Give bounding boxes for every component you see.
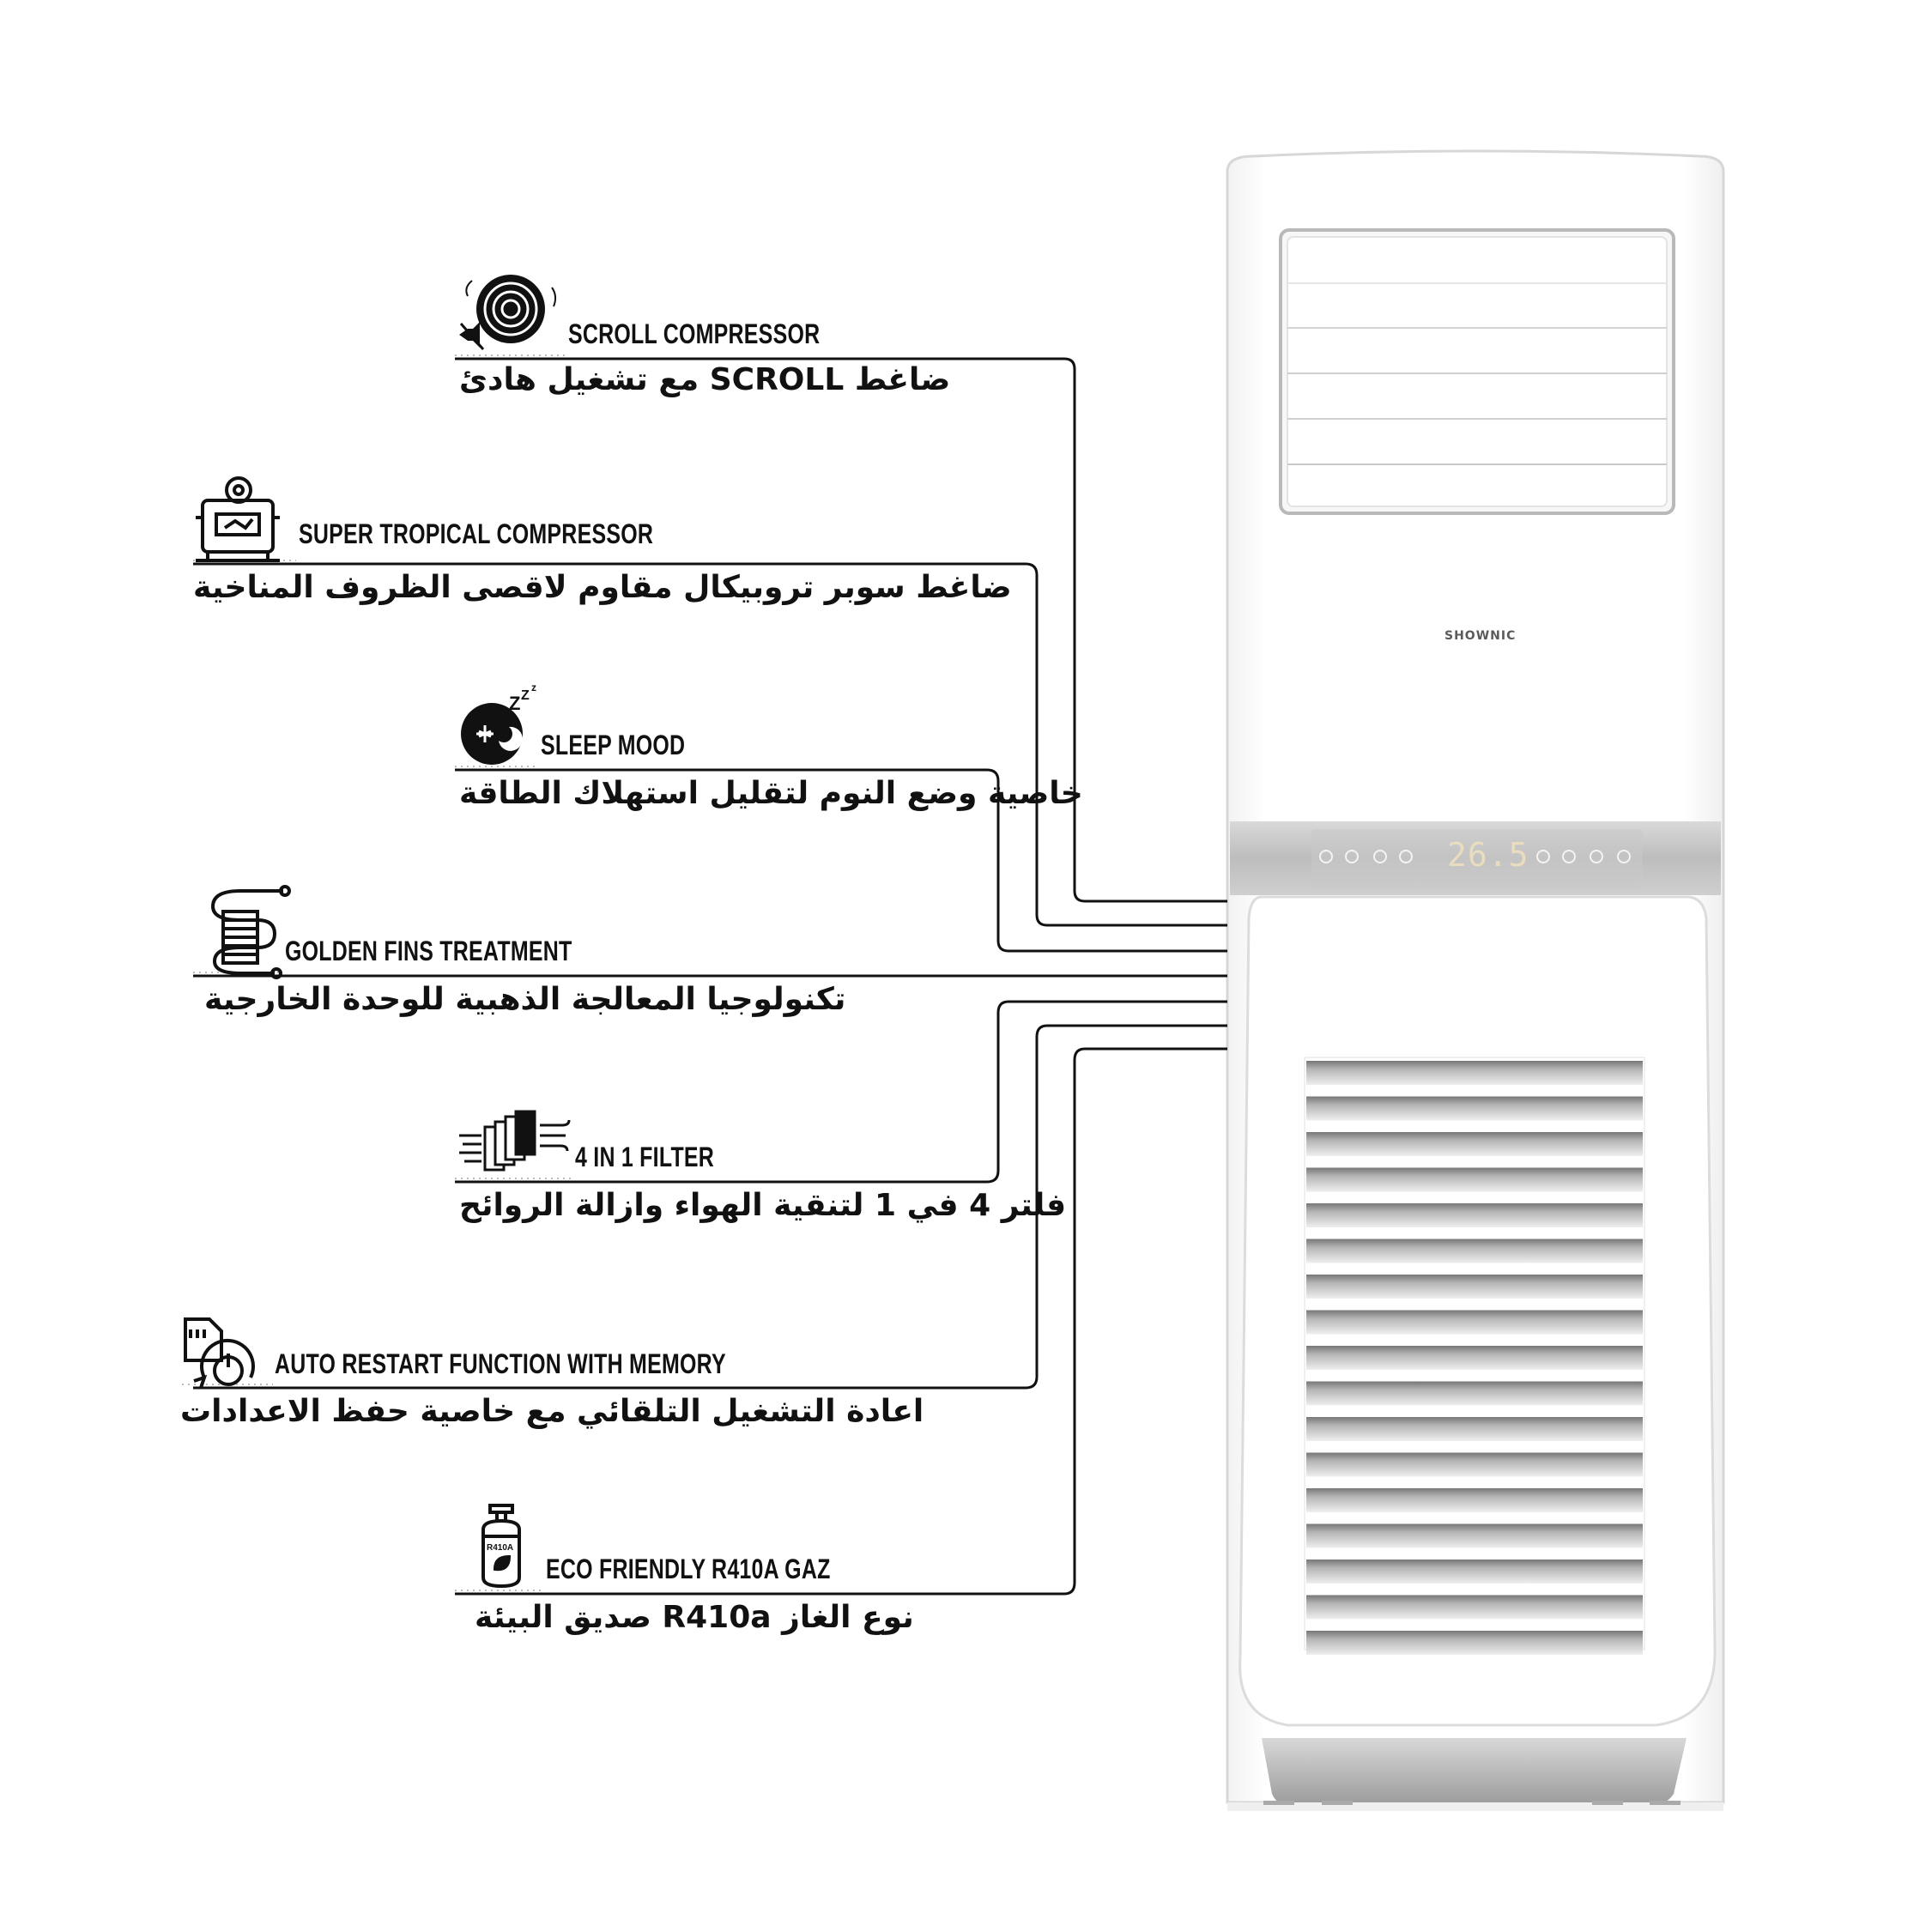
grille-slat	[1306, 1132, 1643, 1156]
connector-7	[455, 1047, 1227, 1596]
grille-slat	[1306, 1310, 1643, 1335]
grille-slat	[1306, 1452, 1643, 1477]
svg-text:Z: Z	[521, 688, 530, 703]
filter-icon	[459, 1110, 571, 1172]
feature-subtitle-sleep-mood: خاصية وضع النوم لتقليل استهلاك الطاقة	[459, 776, 1083, 811]
feature-subtitle-golden-fins: تكنولوجيا المعالجة الذهبية للوحدة الخارج…	[204, 982, 846, 1017]
feature-subtitle-super-tropical-compressor: ضاغط سوبر تروبيكال مقاوم لاقصى الظروف ال…	[193, 570, 1012, 605]
brand-logo-text: SHOWNIC	[1444, 629, 1517, 643]
feature-subtitle-scroll-compressor: ضاغط SCROLL مع تشغيل هادئ	[459, 362, 951, 397]
tropical-compressor-icon	[196, 476, 280, 562]
grille-slat	[1306, 1239, 1643, 1263]
grille-slat	[1306, 1167, 1643, 1192]
gas-cylinder-icon: R410A	[481, 1504, 521, 1589]
grille-slat	[1306, 1346, 1643, 1370]
grille-slat	[1306, 1523, 1643, 1548]
floor-standing-ac-unit	[1226, 149, 1725, 1811]
sleep-mode-icon: Z Z z	[461, 681, 536, 765]
grille-slat	[1306, 1488, 1643, 1512]
grille-slat	[1306, 1417, 1643, 1441]
feature-subtitle-eco-gas: نوع الغاز R410a صديق البيئة	[475, 1600, 914, 1635]
upper-air-outlet	[1279, 228, 1675, 515]
scroll-compressor-icon	[459, 275, 557, 350]
feature-title-sleep-mood: SLEEP MOOD	[541, 730, 686, 760]
auto-restart-icon	[184, 1317, 255, 1389]
air-intake-grille	[1304, 1057, 1645, 1655]
svg-text:z: z	[531, 681, 536, 693]
feature-subtitle-auto-restart: اعادة التشغيل التلقائي مع خاصية حفظ الاع…	[180, 1394, 924, 1429]
connector-1	[455, 357, 1227, 903]
gas-cylinder-label: R410A	[487, 1543, 513, 1553]
grille-slat	[1306, 1275, 1643, 1299]
unit-base	[1227, 1738, 1723, 1811]
grille-slat	[1306, 1560, 1643, 1584]
feature-title-super-tropical-compressor: SUPER TROPICAL COMPRESSOR	[299, 518, 654, 549]
temperature-display: 26.5	[1447, 836, 1529, 874]
svg-text:Z: Z	[509, 693, 520, 714]
grille-slat	[1306, 1203, 1643, 1227]
feature-title-auto-restart: AUTO RESTART FUNCTION WITH MEMORY	[275, 1348, 726, 1379]
connector-3	[455, 768, 1227, 953]
connector-5	[455, 1000, 1227, 1184]
control-display-band	[1230, 821, 1721, 895]
feature-title-filter: 4 IN 1 FILTER	[575, 1142, 715, 1172]
grille-slat	[1306, 1381, 1643, 1406]
connector-6	[193, 1024, 1227, 1390]
feature-subtitle-filter: فلتر 4 في 1 لتنقية الهواء وازالة الروائح	[459, 1188, 1067, 1223]
grille-slat	[1306, 1595, 1643, 1620]
connector-lines	[193, 357, 1227, 1596]
grille-slat	[1306, 1061, 1643, 1085]
grille-slat	[1306, 1096, 1643, 1121]
feature-title-golden-fins: GOLDEN FINS TREATMENT	[285, 936, 572, 966]
feature-title-scroll-compressor: SCROLL COMPRESSOR	[568, 318, 821, 349]
grille-slat	[1306, 1631, 1643, 1655]
golden-fins-icon	[210, 885, 291, 979]
feature-title-eco-gas: ECO FRIENDLY R410A GAZ	[546, 1553, 831, 1584]
connector-2	[193, 562, 1227, 927]
